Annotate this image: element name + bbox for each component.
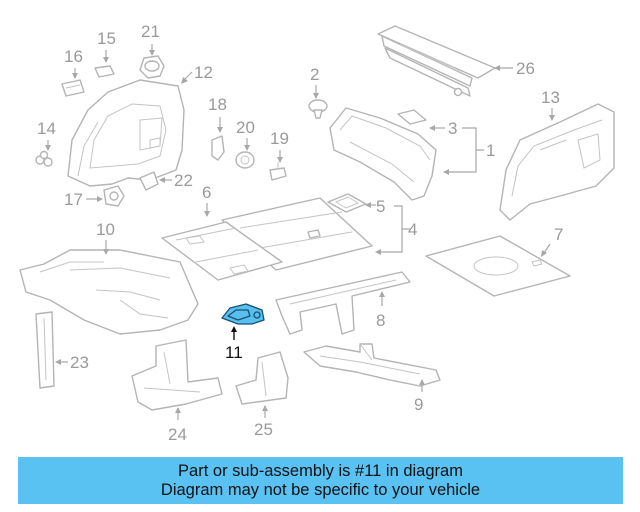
part-20-grommet [235,151,255,169]
part-14-bolts [35,150,53,167]
part-5-cover [327,193,367,213]
part-23-trim-strip [35,311,55,389]
callout-18: 18 [208,95,227,114]
callout-19: 19 [270,129,289,148]
callout-25: 25 [254,420,273,439]
callout-17: 17 [64,190,83,209]
banner-line-2: Diagram may not be specific to your vehi… [160,480,481,499]
part-16-cover [61,79,85,97]
part-21-clip [139,55,165,79]
callout-23: 23 [70,353,89,372]
callout-15: 15 [97,29,116,48]
callout-16: 16 [64,47,83,66]
parts-diagram: 26 21 15 16 12 14 [19,22,615,444]
callout-5: 5 [376,197,385,216]
banner-line-1: Part or sub-assembly is #11 in diagram [178,461,463,480]
part-1-rear-panel [329,107,437,201]
callout-21: 21 [141,22,160,41]
callout-20: 20 [236,118,255,137]
callout-26: 26 [516,59,535,78]
part-6-floor-panel [161,221,283,281]
callout-24: 24 [168,425,187,444]
part-10-carpet [19,249,199,335]
part-7-floor-mat [425,235,571,297]
callout-1: 1 [486,141,495,160]
callout-10: 10 [96,220,115,239]
callout-12: 12 [194,63,213,82]
callout-14: 14 [37,119,56,138]
part-9-lower-rail [303,343,441,387]
callout-7: 7 [554,225,563,244]
info-banner: Part or sub-assembly is #11 in diagram D… [18,457,623,504]
callout-8: 8 [376,311,385,330]
part-12-quarter-trim-left [67,79,185,187]
callout-9: 9 [414,395,423,414]
part-8-rail [275,271,411,335]
callout-2: 2 [310,65,319,84]
part-19-pin [269,162,287,181]
part-24-lower-trim [131,339,223,411]
part-25-trim-panel [235,351,289,405]
callout-22: 22 [174,171,193,190]
part-17-bracket [103,185,125,207]
part-18-hook [211,135,225,161]
callout-3: 3 [448,119,457,138]
callout-11: 11 [225,343,243,362]
part-26-cargo-cover [377,25,496,97]
part-15-clip [94,65,115,78]
callout-13: 13 [541,88,560,107]
part-22-clip [139,171,159,191]
callout-6: 6 [202,183,211,202]
callout-4: 4 [408,220,417,239]
part-11-highlighted[interactable] [221,303,265,325]
part-2-push-clip [308,99,328,119]
part-13-quarter-trim-right [499,103,615,221]
